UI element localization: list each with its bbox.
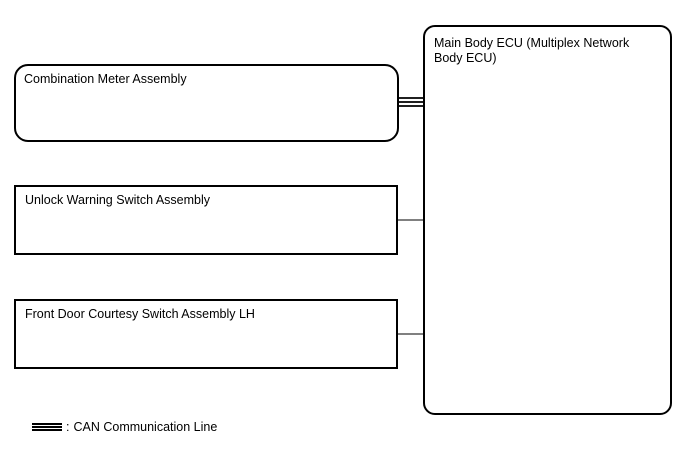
combination-meter-label: Combination Meter Assembly (24, 72, 187, 86)
main-body-ecu-label: Main Body ECU (Multiplex Network Body EC… (434, 36, 630, 65)
legend-separator: : (66, 420, 70, 434)
can-line-legend-symbol (32, 423, 62, 431)
unlock-warning-switch-label: Unlock Warning Switch Assembly (25, 193, 211, 207)
legend-can-label: CAN Communication Line (73, 420, 218, 434)
front-door-courtesy-switch-label: Front Door Courtesy Switch Assembly LH (25, 307, 255, 321)
legend: : CAN Communication Line (32, 418, 217, 436)
combination-meter-block: Combination Meter Assembly (14, 64, 399, 142)
can-line-meter-to-ecu (399, 97, 423, 107)
front-door-courtesy-switch-block: Front Door Courtesy Switch Assembly LH (14, 299, 398, 369)
unlock-warning-switch-block: Unlock Warning Switch Assembly (14, 185, 398, 255)
main-body-ecu-block: Main Body ECU (Multiplex Network Body EC… (423, 25, 672, 415)
